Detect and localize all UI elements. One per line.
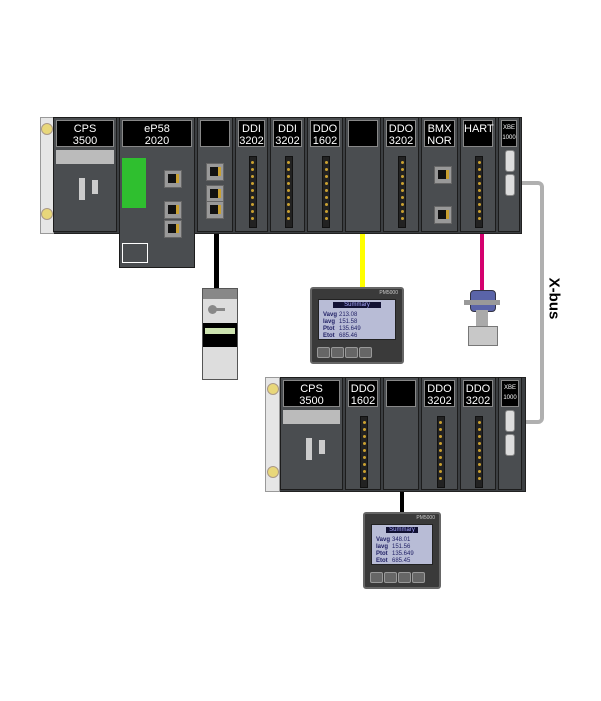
rack-bracket (265, 377, 280, 492)
module-label: eP58 2020 (122, 120, 192, 147)
module-ddo-1602[interactable]: DDO 1602 (345, 377, 381, 490)
terminal-block (398, 156, 406, 228)
meter-button[interactable] (345, 347, 358, 358)
module-label: HART (463, 120, 494, 147)
power-connector (56, 150, 114, 164)
module-label: CPS 3500 (283, 380, 340, 407)
module-label: XBE 1000 (501, 380, 519, 407)
green-module-card (122, 158, 146, 208)
module-label: CPS 3500 (56, 120, 114, 147)
module-label: DDI 3202 (273, 120, 302, 147)
xbus-cable (514, 181, 544, 424)
meter-button[interactable] (370, 572, 383, 583)
module-blank[interactable] (197, 117, 233, 232)
module-bmx-nor[interactable]: BMX NOR (421, 117, 458, 232)
yellow-cable (360, 205, 365, 288)
module-xbe-1000[interactable]: XBE 1000 (498, 117, 520, 232)
xbus-label: X-bus (545, 277, 563, 320)
meter-button[interactable] (398, 572, 411, 583)
terminal-block (284, 156, 293, 228)
module-label: DDI 3202 (238, 120, 265, 147)
xbus-connector[interactable] (505, 410, 515, 432)
ethernet-cable-bottom (400, 475, 404, 513)
module-blank[interactable] (383, 377, 419, 490)
hart-cable (480, 205, 484, 292)
hart-transmitter[interactable] (464, 290, 500, 346)
meter-button[interactable] (359, 347, 372, 358)
ethernet-gateway-device[interactable] (202, 288, 238, 380)
module-label (200, 120, 230, 147)
module-label: DDO 1602 (348, 380, 378, 407)
xbus-connector[interactable] (505, 174, 515, 196)
meter-button[interactable] (384, 572, 397, 583)
module-cps-3500[interactable]: CPS 3500 (53, 117, 117, 232)
module-ddo-1602[interactable]: DDO 1602 (307, 117, 343, 232)
terminal-block (475, 156, 483, 228)
meter-brand: PM5000 (416, 515, 435, 521)
terminal-block (322, 156, 330, 228)
module-ddi-3202[interactable]: DDI 3202 (270, 117, 305, 232)
module-label: DDO 3202 (424, 380, 455, 407)
xbus-connector[interactable] (505, 434, 515, 456)
module-ddo-3202[interactable]: DDO 3202 (383, 117, 419, 232)
module-label (348, 120, 378, 147)
module-label: XBE 1000 (501, 120, 517, 147)
module-label: DDO 3202 (386, 120, 416, 147)
key-icon (208, 305, 217, 314)
module-hart[interactable]: HART (460, 117, 496, 232)
power-connector (283, 410, 340, 424)
meter-button[interactable] (331, 347, 344, 358)
meter-button[interactable] (412, 572, 425, 583)
module-ep58-2020[interactable]: eP58 2020 (119, 117, 195, 268)
terminal-block (360, 416, 368, 488)
module-label (386, 380, 416, 407)
ethernet-cable (214, 205, 219, 290)
logo-icon (122, 243, 148, 263)
xbus-connector[interactable] (505, 150, 515, 172)
terminal-block (436, 416, 445, 488)
module-ddi-3202[interactable]: DDI 3202 (235, 117, 268, 232)
module-ddo-3202[interactable]: DDO 3202 (421, 377, 458, 490)
module-label: DDO 1602 (310, 120, 340, 147)
module-label: BMX NOR (424, 120, 455, 147)
terminal-block (475, 416, 483, 488)
meter-title: Summary (333, 302, 381, 308)
module-blank[interactable] (345, 117, 381, 232)
module-cps-3500[interactable]: CPS 3500 (280, 377, 343, 490)
module-xbe-1000[interactable]: XBE 1000 (498, 377, 522, 490)
module-label: DDO 3202 (463, 380, 493, 407)
rack-bracket (40, 117, 54, 234)
meter-title: Summary (386, 527, 418, 533)
terminal-block (248, 156, 257, 228)
module-ddo-3202[interactable]: DDO 3202 (460, 377, 496, 490)
meter-brand: PM5000 (379, 290, 398, 296)
meter-button[interactable] (317, 347, 330, 358)
